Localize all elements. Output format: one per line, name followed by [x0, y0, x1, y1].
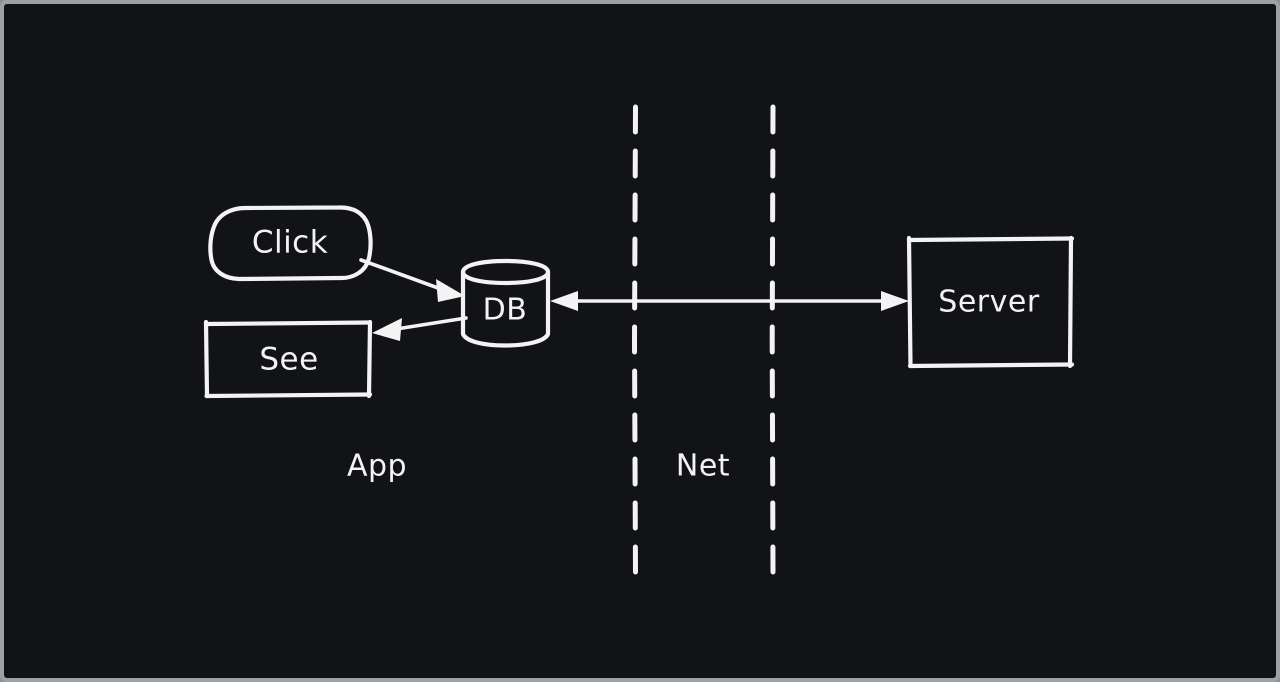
zone-label-net: Net	[676, 449, 730, 484]
divider-right	[769, 104, 776, 577]
node-see-label: See	[259, 342, 318, 378]
zone-label-app: App	[347, 449, 407, 484]
node-db-label: DB	[483, 293, 528, 328]
node-server-label: Server	[938, 285, 1040, 320]
divider-left	[631, 104, 638, 577]
node-click[interactable]: Click	[208, 205, 373, 282]
node-server[interactable]: Server	[906, 235, 1075, 369]
node-click-label: Click	[252, 225, 328, 261]
edge-db-to-server[interactable]	[550, 291, 909, 311]
edge-click-to-db[interactable]	[359, 258, 465, 302]
node-db[interactable]: DB	[460, 258, 551, 348]
node-see[interactable]: See	[203, 319, 373, 399]
edge-db-to-see[interactable]	[372, 316, 468, 341]
diagram-canvas[interactable]: Click See DB	[4, 4, 1280, 682]
